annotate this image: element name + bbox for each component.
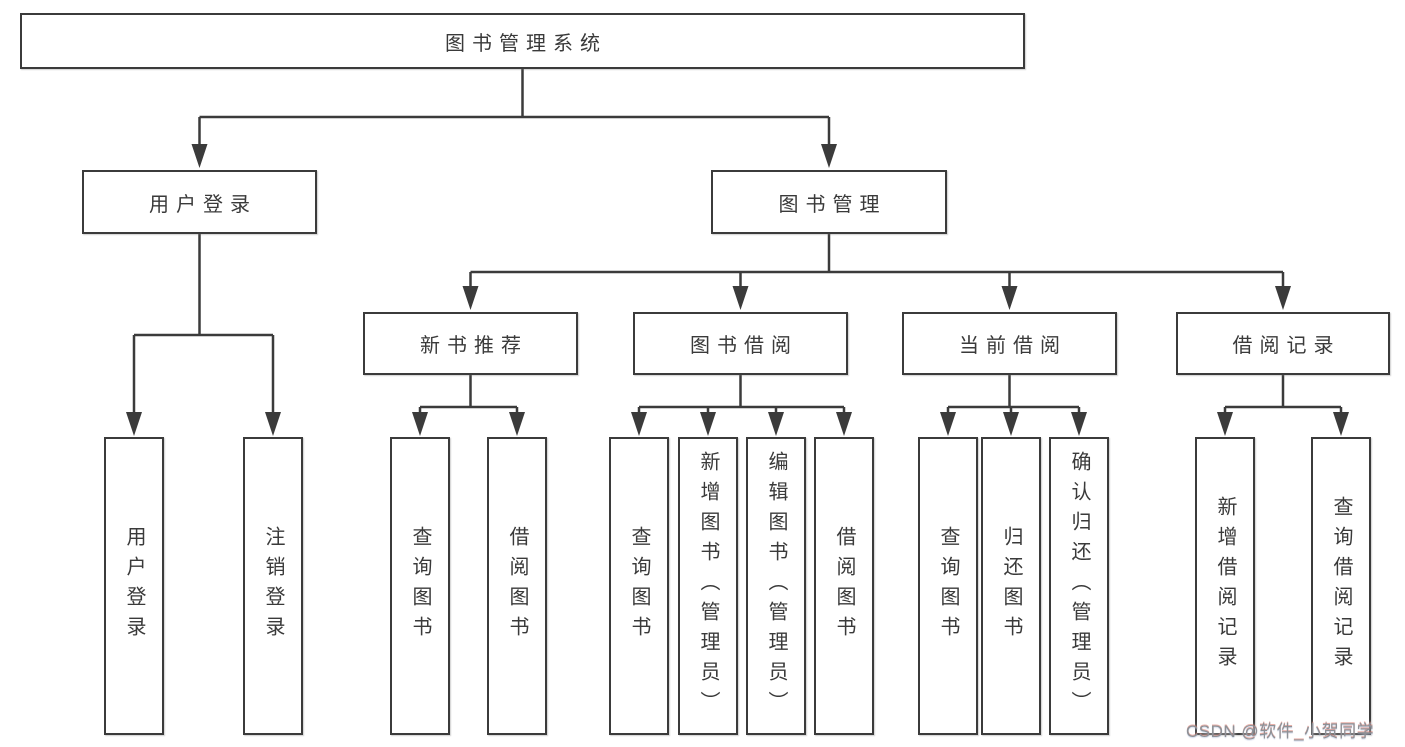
node-add-borrow-record: 新增借阅记录 bbox=[1195, 437, 1255, 735]
node-query-books-recommend: 查询图书 bbox=[390, 437, 450, 735]
node-current-borrowing: 当前借阅 bbox=[902, 312, 1117, 375]
node-library-management-system: 图书管理系统 bbox=[20, 13, 1025, 69]
node-edit-book-admin: 编辑图书（管理员） bbox=[746, 437, 806, 735]
node-query-books-borrowing: 查询图书 bbox=[609, 437, 669, 735]
node-borrowing-records: 借阅记录 bbox=[1176, 312, 1390, 375]
node-add-book-admin: 新增图书（管理员） bbox=[678, 437, 738, 735]
node-book-management: 图书管理 bbox=[711, 170, 947, 234]
node-borrow-books-recommend: 借阅图书 bbox=[487, 437, 547, 735]
csdn-watermark: CSDN @软件_小贺同学 bbox=[1186, 722, 1375, 741]
node-query-books-current: 查询图书 bbox=[918, 437, 978, 735]
node-new-book-recommendation: 新书推荐 bbox=[363, 312, 578, 375]
node-logout: 注销登录 bbox=[243, 437, 303, 735]
node-book-borrowing: 图书借阅 bbox=[633, 312, 848, 375]
node-borrow-books-borrowing: 借阅图书 bbox=[814, 437, 874, 735]
node-return-books: 归还图书 bbox=[981, 437, 1041, 735]
node-query-borrow-record: 查询借阅记录 bbox=[1311, 437, 1371, 735]
node-user-login: 用户登录 bbox=[82, 170, 317, 234]
node-confirm-return-admin: 确认归还（管理员） bbox=[1049, 437, 1109, 735]
node-user-login-leaf: 用户登录 bbox=[104, 437, 164, 735]
